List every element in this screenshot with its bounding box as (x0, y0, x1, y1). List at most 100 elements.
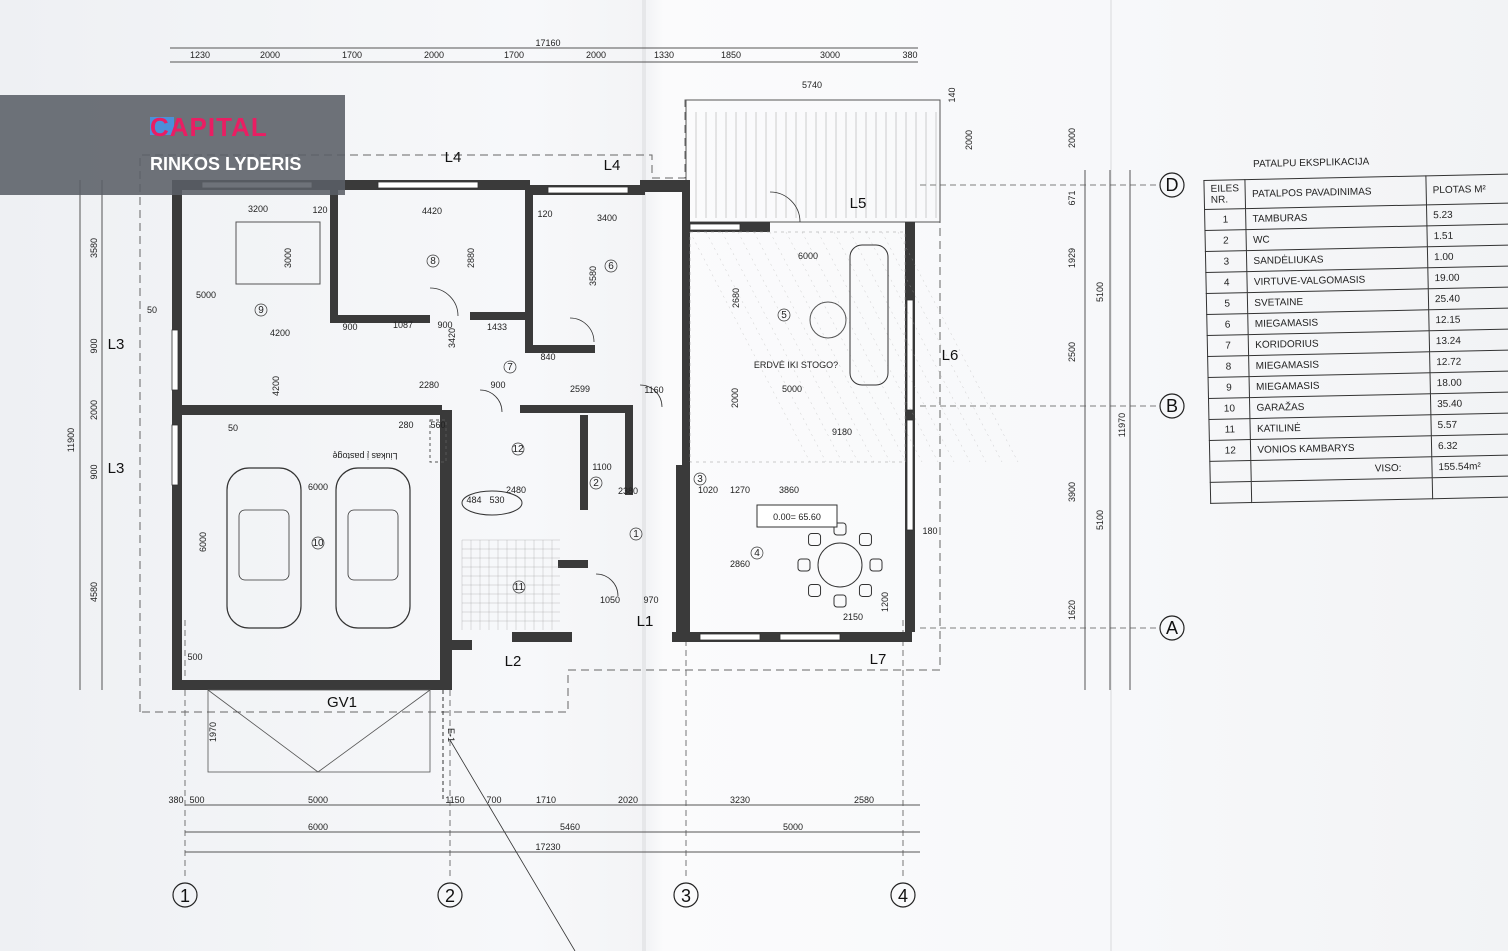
dimension-label: 2280 (419, 380, 439, 390)
dimension-label: 2380 (618, 486, 638, 496)
dimension-label: 1050 (600, 595, 620, 605)
dimension-label: 1710 (536, 795, 556, 805)
axis-marker (890, 882, 916, 908)
wall (470, 312, 530, 320)
dimension-label: 5740 (802, 80, 822, 90)
room-number: 2 (593, 478, 599, 489)
axis-letter: B (1166, 396, 1178, 416)
wall (330, 190, 338, 320)
axis-letter: A (1166, 618, 1178, 638)
hatch-line (785, 231, 907, 463)
wall (440, 640, 472, 650)
dimension-label: 2880 (466, 248, 476, 268)
window (377, 181, 479, 189)
dimension-label: 2860 (730, 559, 750, 569)
col-header-no: EILES NR. (1203, 179, 1246, 210)
wall (525, 195, 533, 347)
dimension-label: 5000 (308, 795, 328, 805)
dimension-label: 5100 (1095, 282, 1105, 302)
hatch-line (737, 231, 859, 463)
dimension-label: 1700 (504, 50, 524, 60)
dimension-label: 970 (643, 595, 658, 605)
dimension-label: 11970 (1117, 413, 1127, 437)
wall-label: L3 (108, 460, 125, 477)
dimension-label: 140 (947, 87, 957, 102)
dimension-label: 530 (489, 495, 504, 505)
room-number-marker (750, 546, 764, 560)
dimension-label: 1850 (721, 50, 741, 60)
dimension-label: 2150 (843, 612, 863, 622)
dimension-label: 3860 (779, 485, 799, 495)
room-area-cell: 19.00 (1427, 265, 1508, 289)
room-no-cell: 3 (1205, 250, 1248, 273)
hatch-line (721, 231, 843, 463)
room-area-cell: 13.24 (1429, 328, 1508, 352)
room-no-cell: 4 (1205, 271, 1248, 294)
window (906, 419, 914, 531)
room-number: 3 (697, 474, 703, 485)
dimension-label: 1929 (1067, 248, 1077, 268)
room-area-cell: 1.00 (1427, 244, 1508, 268)
dimension-label: 120 (312, 205, 327, 215)
dining-chair (833, 594, 847, 608)
col-header-area: PLOTAS M² (1425, 174, 1508, 205)
room-no-cell: 11 (1208, 418, 1251, 441)
dimension-label: 500 (187, 652, 202, 662)
dimension-label: 1270 (730, 485, 750, 495)
dimension-label: 4200 (271, 376, 281, 396)
window (547, 186, 629, 194)
dimension-label: 50 (228, 423, 238, 433)
room-no-cell: 5 (1206, 292, 1249, 315)
dimension-label: 3230 (730, 795, 750, 805)
attic-hatch-note: Liukas į pastogę (332, 451, 397, 461)
room-number-marker (311, 536, 325, 550)
dimension-label: 180 (922, 526, 937, 536)
room-number: 11 (514, 582, 525, 593)
wall-label: L4 (445, 149, 462, 166)
dimension-label: 1020 (698, 485, 718, 495)
room-no-cell: 2 (1204, 229, 1247, 252)
logo-overlay (0, 95, 345, 195)
dimension-label: 3400 (597, 213, 617, 223)
room-number-marker (693, 472, 707, 486)
open-to-roof-area (689, 231, 906, 463)
car-roof (238, 509, 290, 581)
car-outline (226, 467, 302, 629)
dimension-label: 3580 (588, 266, 598, 286)
dimension-label: 1433 (487, 322, 507, 332)
dimension-label: 17230 (535, 842, 560, 852)
dimension-label: 900 (437, 320, 452, 330)
wall-label: L4 (604, 157, 621, 174)
room-number: 5 (781, 310, 787, 321)
dining-chair (833, 522, 847, 536)
room-number: 7 (507, 362, 513, 373)
axis-number: 2 (445, 886, 455, 906)
door-swing (569, 317, 595, 343)
room-no-cell: 7 (1207, 334, 1249, 357)
dimension-label: 1620 (1067, 600, 1077, 620)
dimension-label: 6000 (798, 251, 818, 261)
dimension-label: 2000 (730, 388, 740, 408)
dining-chair (858, 533, 872, 547)
axis-number: 1 (180, 886, 190, 906)
dining-chair (797, 558, 811, 572)
axis-marker (1159, 393, 1185, 419)
dimension-label: 1330 (654, 50, 674, 60)
door-swing (769, 191, 801, 223)
window (699, 633, 761, 641)
note-open-to-roof: ERDVĖ IKI STOGO? (754, 360, 838, 370)
room-number: 10 (312, 538, 324, 549)
dimension-label: 380 (902, 50, 917, 60)
room-number-marker (512, 580, 526, 594)
dimension-label: 280 (398, 420, 413, 430)
room-no-cell: 6 (1206, 313, 1249, 336)
dimension-label: 900 (89, 338, 99, 353)
section-mark: E-1 (446, 728, 456, 742)
room-area-cell: 35.40 (1430, 391, 1508, 415)
axis-marker (1159, 172, 1185, 198)
wall (330, 315, 430, 323)
dimension-label: 671 (1067, 190, 1077, 205)
window (906, 299, 914, 411)
